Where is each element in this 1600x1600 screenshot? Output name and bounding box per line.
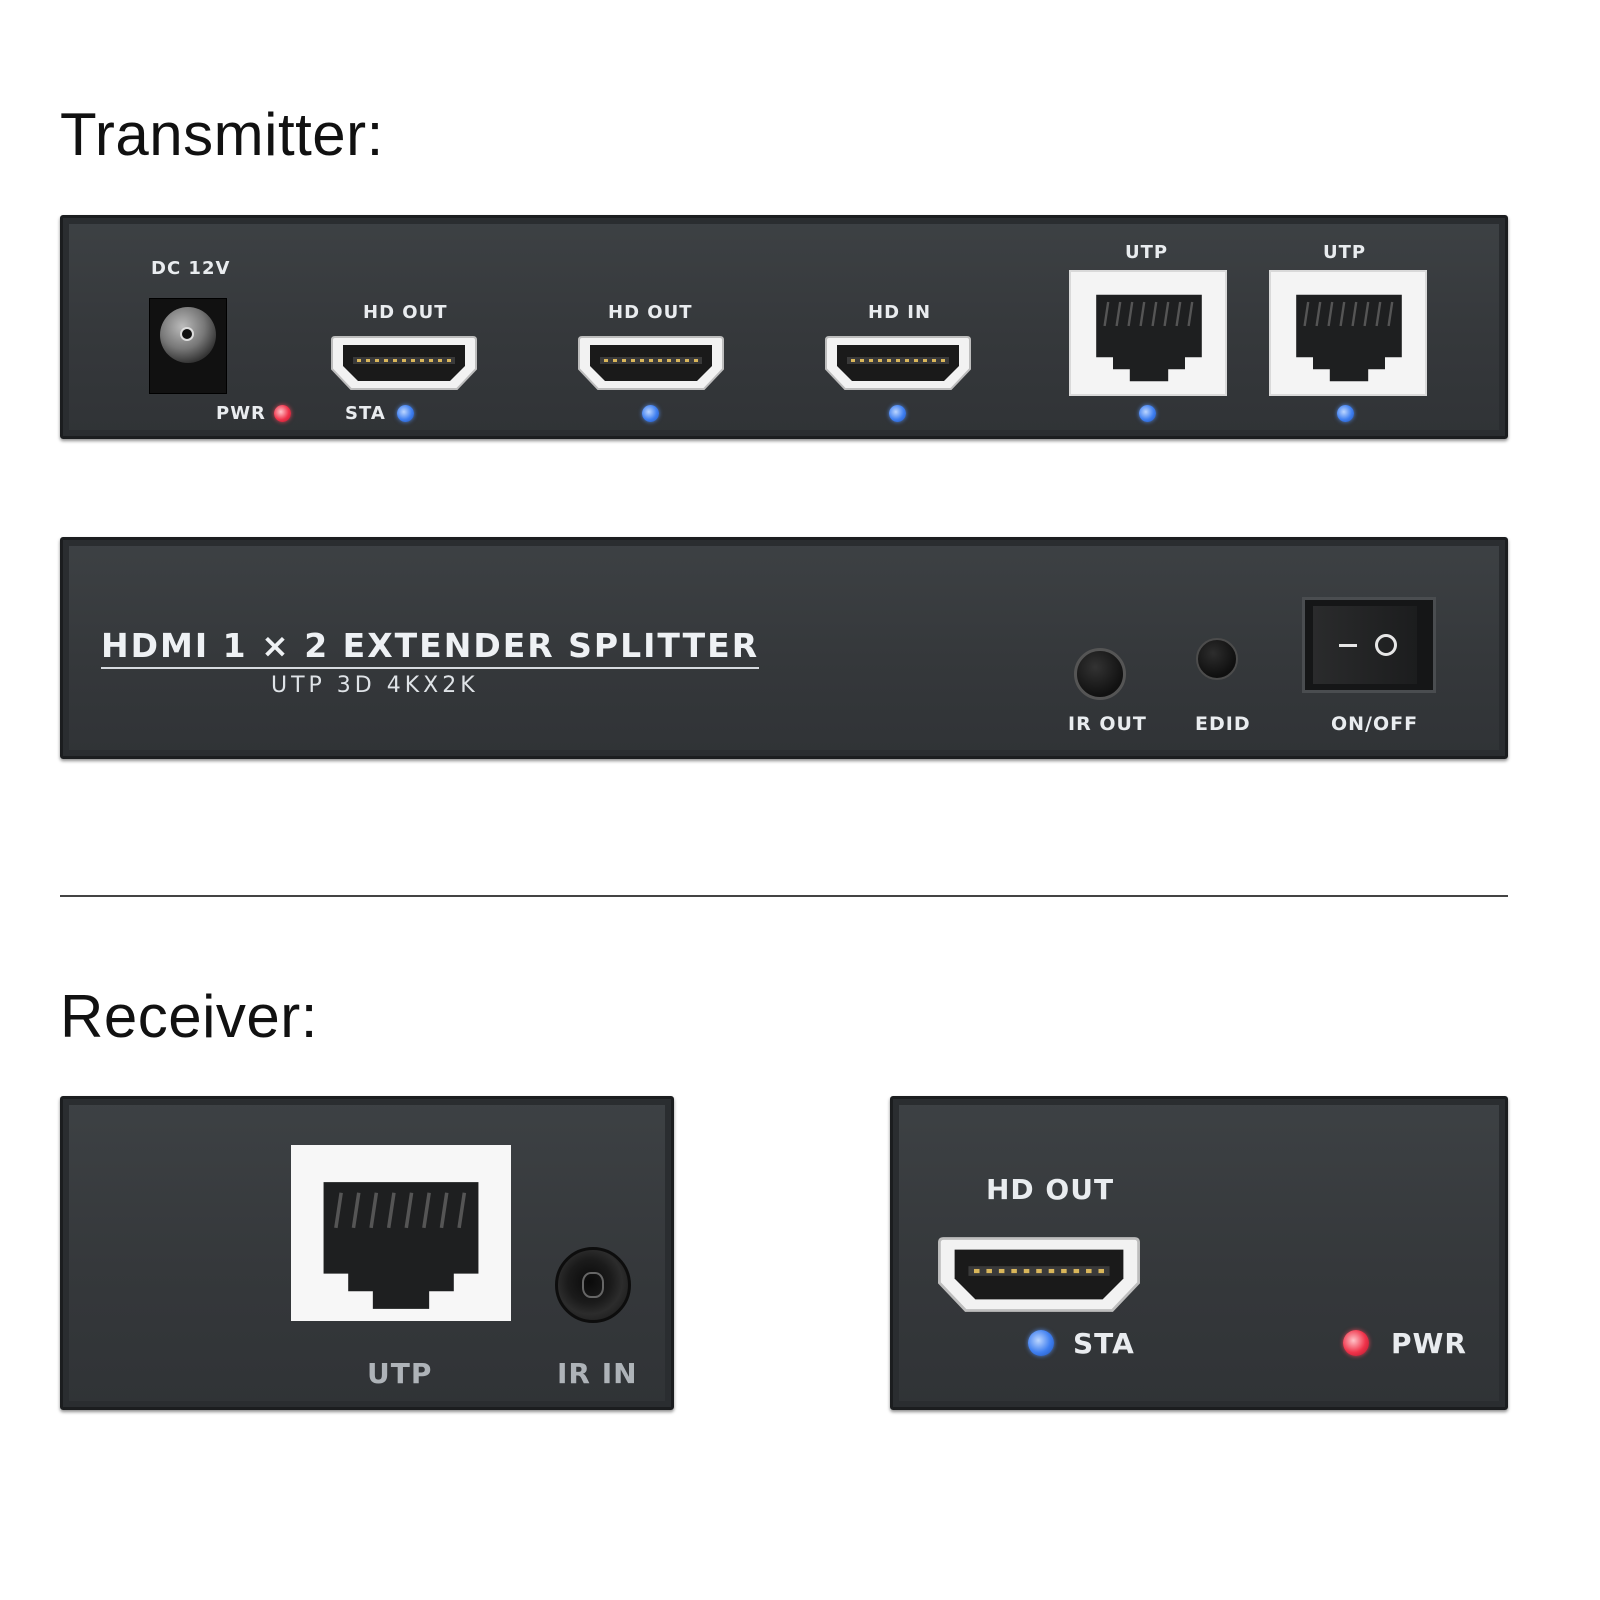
receiver-heading: Receiver:	[60, 983, 318, 1050]
switch-on-mark-icon	[1339, 644, 1357, 647]
utp-1-port[interactable]	[1069, 270, 1227, 396]
receiver-sta-led-blue	[1028, 1330, 1054, 1356]
rj45-1-icon	[1087, 290, 1211, 386]
product-subtitle: UTP 3D 4KX2K	[271, 673, 479, 698]
utp-2-port[interactable]	[1269, 270, 1427, 396]
hdmi-out-2-port[interactable]	[576, 333, 726, 393]
hdmi-out-2-led-blue	[642, 405, 659, 422]
hd-out-1-label: HD OUT	[363, 302, 448, 323]
dc-jack-socket-icon	[160, 307, 216, 363]
receiver-sta-label: STA	[1073, 1327, 1135, 1360]
receiver-pwr-led-red	[1343, 1330, 1369, 1356]
receiver-hdmi-out-port[interactable]	[935, 1233, 1143, 1316]
pwr-label: PWR	[216, 403, 266, 424]
utp-2-label: UTP	[1323, 242, 1367, 263]
sta-label: STA	[345, 403, 386, 424]
receiver-left-panel: UTP IR IN	[60, 1096, 674, 1410]
hdmi-in-port[interactable]	[823, 333, 973, 393]
transmitter-heading: Transmitter:	[60, 101, 384, 168]
on-off-switch[interactable]	[1302, 597, 1436, 693]
hd-out-2-label: HD OUT	[608, 302, 693, 323]
utp-1-led-blue	[1139, 405, 1156, 422]
utp-1-label: UTP	[1125, 242, 1169, 263]
edid-label: EDID	[1195, 713, 1251, 735]
ir-out-jack[interactable]	[1074, 648, 1126, 700]
ir-out-label: IR OUT	[1068, 713, 1147, 735]
hdmi-out-1-port[interactable]	[329, 333, 479, 393]
receiver-hd-out-label: HD OUT	[986, 1173, 1115, 1206]
switch-off-mark-icon	[1375, 634, 1397, 656]
receiver-rj45-icon	[313, 1175, 489, 1316]
receiver-right-panel: HD OUT STA PWR	[890, 1096, 1508, 1410]
on-off-label: ON/OFF	[1331, 713, 1419, 735]
switch-rocker	[1313, 606, 1417, 684]
sta-led-blue	[397, 405, 414, 422]
ir-in-jack[interactable]	[555, 1247, 631, 1323]
edid-button[interactable]	[1196, 638, 1238, 680]
product-title: HDMI 1 × 2 EXTENDER SPLITTER	[101, 626, 760, 669]
rj45-2-icon	[1287, 290, 1411, 386]
hdmi-in-led-blue	[889, 405, 906, 422]
hd-in-label: HD IN	[868, 302, 932, 323]
section-divider	[60, 895, 1508, 897]
dc-12v-label: DC 12V	[151, 258, 231, 279]
transmitter-back-panel: DC 12V PWR HD OUT STA HD OUT HD IN UTP U…	[60, 215, 1508, 439]
receiver-pwr-label: PWR	[1391, 1327, 1467, 1360]
receiver-utp-label: UTP	[367, 1357, 433, 1390]
pwr-led-red	[274, 405, 291, 422]
utp-2-led-blue	[1337, 405, 1354, 422]
ir-in-label: IR IN	[557, 1357, 638, 1390]
transmitter-front-panel: HDMI 1 × 2 EXTENDER SPLITTER UTP 3D 4KX2…	[60, 537, 1508, 759]
receiver-utp-port[interactable]	[291, 1145, 511, 1321]
dc-power-jack[interactable]	[149, 298, 227, 394]
